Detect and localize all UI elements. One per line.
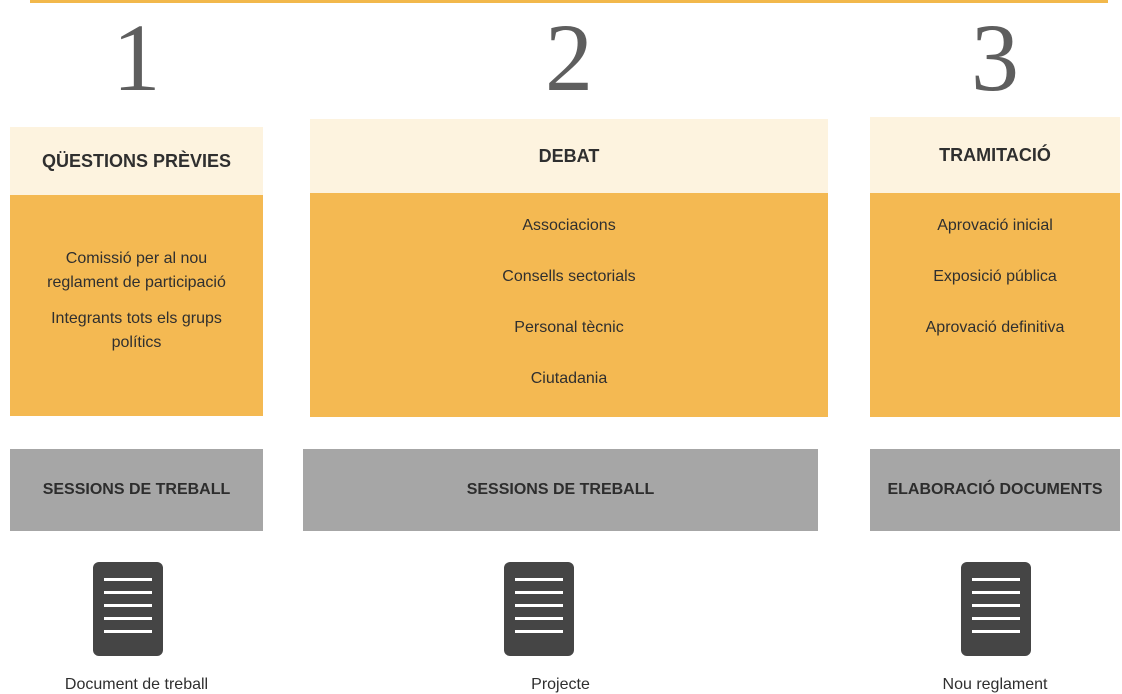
step-1-item: Comissió per al nou reglament de partici… <box>47 250 226 291</box>
step-2-item: Ciutadania <box>530 370 608 387</box>
step-1-activity: SESSIONS DE TREBALL <box>10 449 263 531</box>
step-2-item: Personal tècnic <box>514 319 624 336</box>
top-accent-line <box>30 0 1108 3</box>
step-3-activity: ELABORACIÓ DOCUMENTS <box>870 449 1120 531</box>
step-2-item: Consells sectorials <box>502 268 636 285</box>
step-3-body: Aprovació inicial Exposició pública Apro… <box>870 193 1120 417</box>
step-1-body: Comissió per al nou reglament de partici… <box>10 195 263 416</box>
step-1-output: Document de treball <box>64 676 209 693</box>
step-1-item: Integrants tots els grups polítics <box>51 310 222 351</box>
step-2-output: Projecte <box>531 676 590 693</box>
step-1-header: QÜESTIONS PRÈVIES <box>10 127 263 195</box>
step-2-body: Associacions Consells sectorials Persona… <box>310 193 828 417</box>
step-3-output: Nou reglament <box>942 676 1048 693</box>
step-number-3: 3 <box>971 4 1019 111</box>
step-3-item: Exposició pública <box>933 268 1057 285</box>
document-icon <box>504 562 574 656</box>
step-2-activity: SESSIONS DE TREBALL <box>303 449 818 531</box>
step-number-2: 2 <box>545 4 593 111</box>
step-2-item: Associacions <box>522 217 616 234</box>
step-2-header: DEBAT <box>310 119 828 193</box>
step-3-item: Aprovació definitiva <box>925 319 1065 336</box>
step-3-item: Aprovació inicial <box>937 217 1053 234</box>
step-3-header: TRAMITACIÓ <box>870 117 1120 193</box>
document-icon <box>961 562 1031 656</box>
document-icon <box>93 562 163 656</box>
step-number-1: 1 <box>112 4 161 111</box>
